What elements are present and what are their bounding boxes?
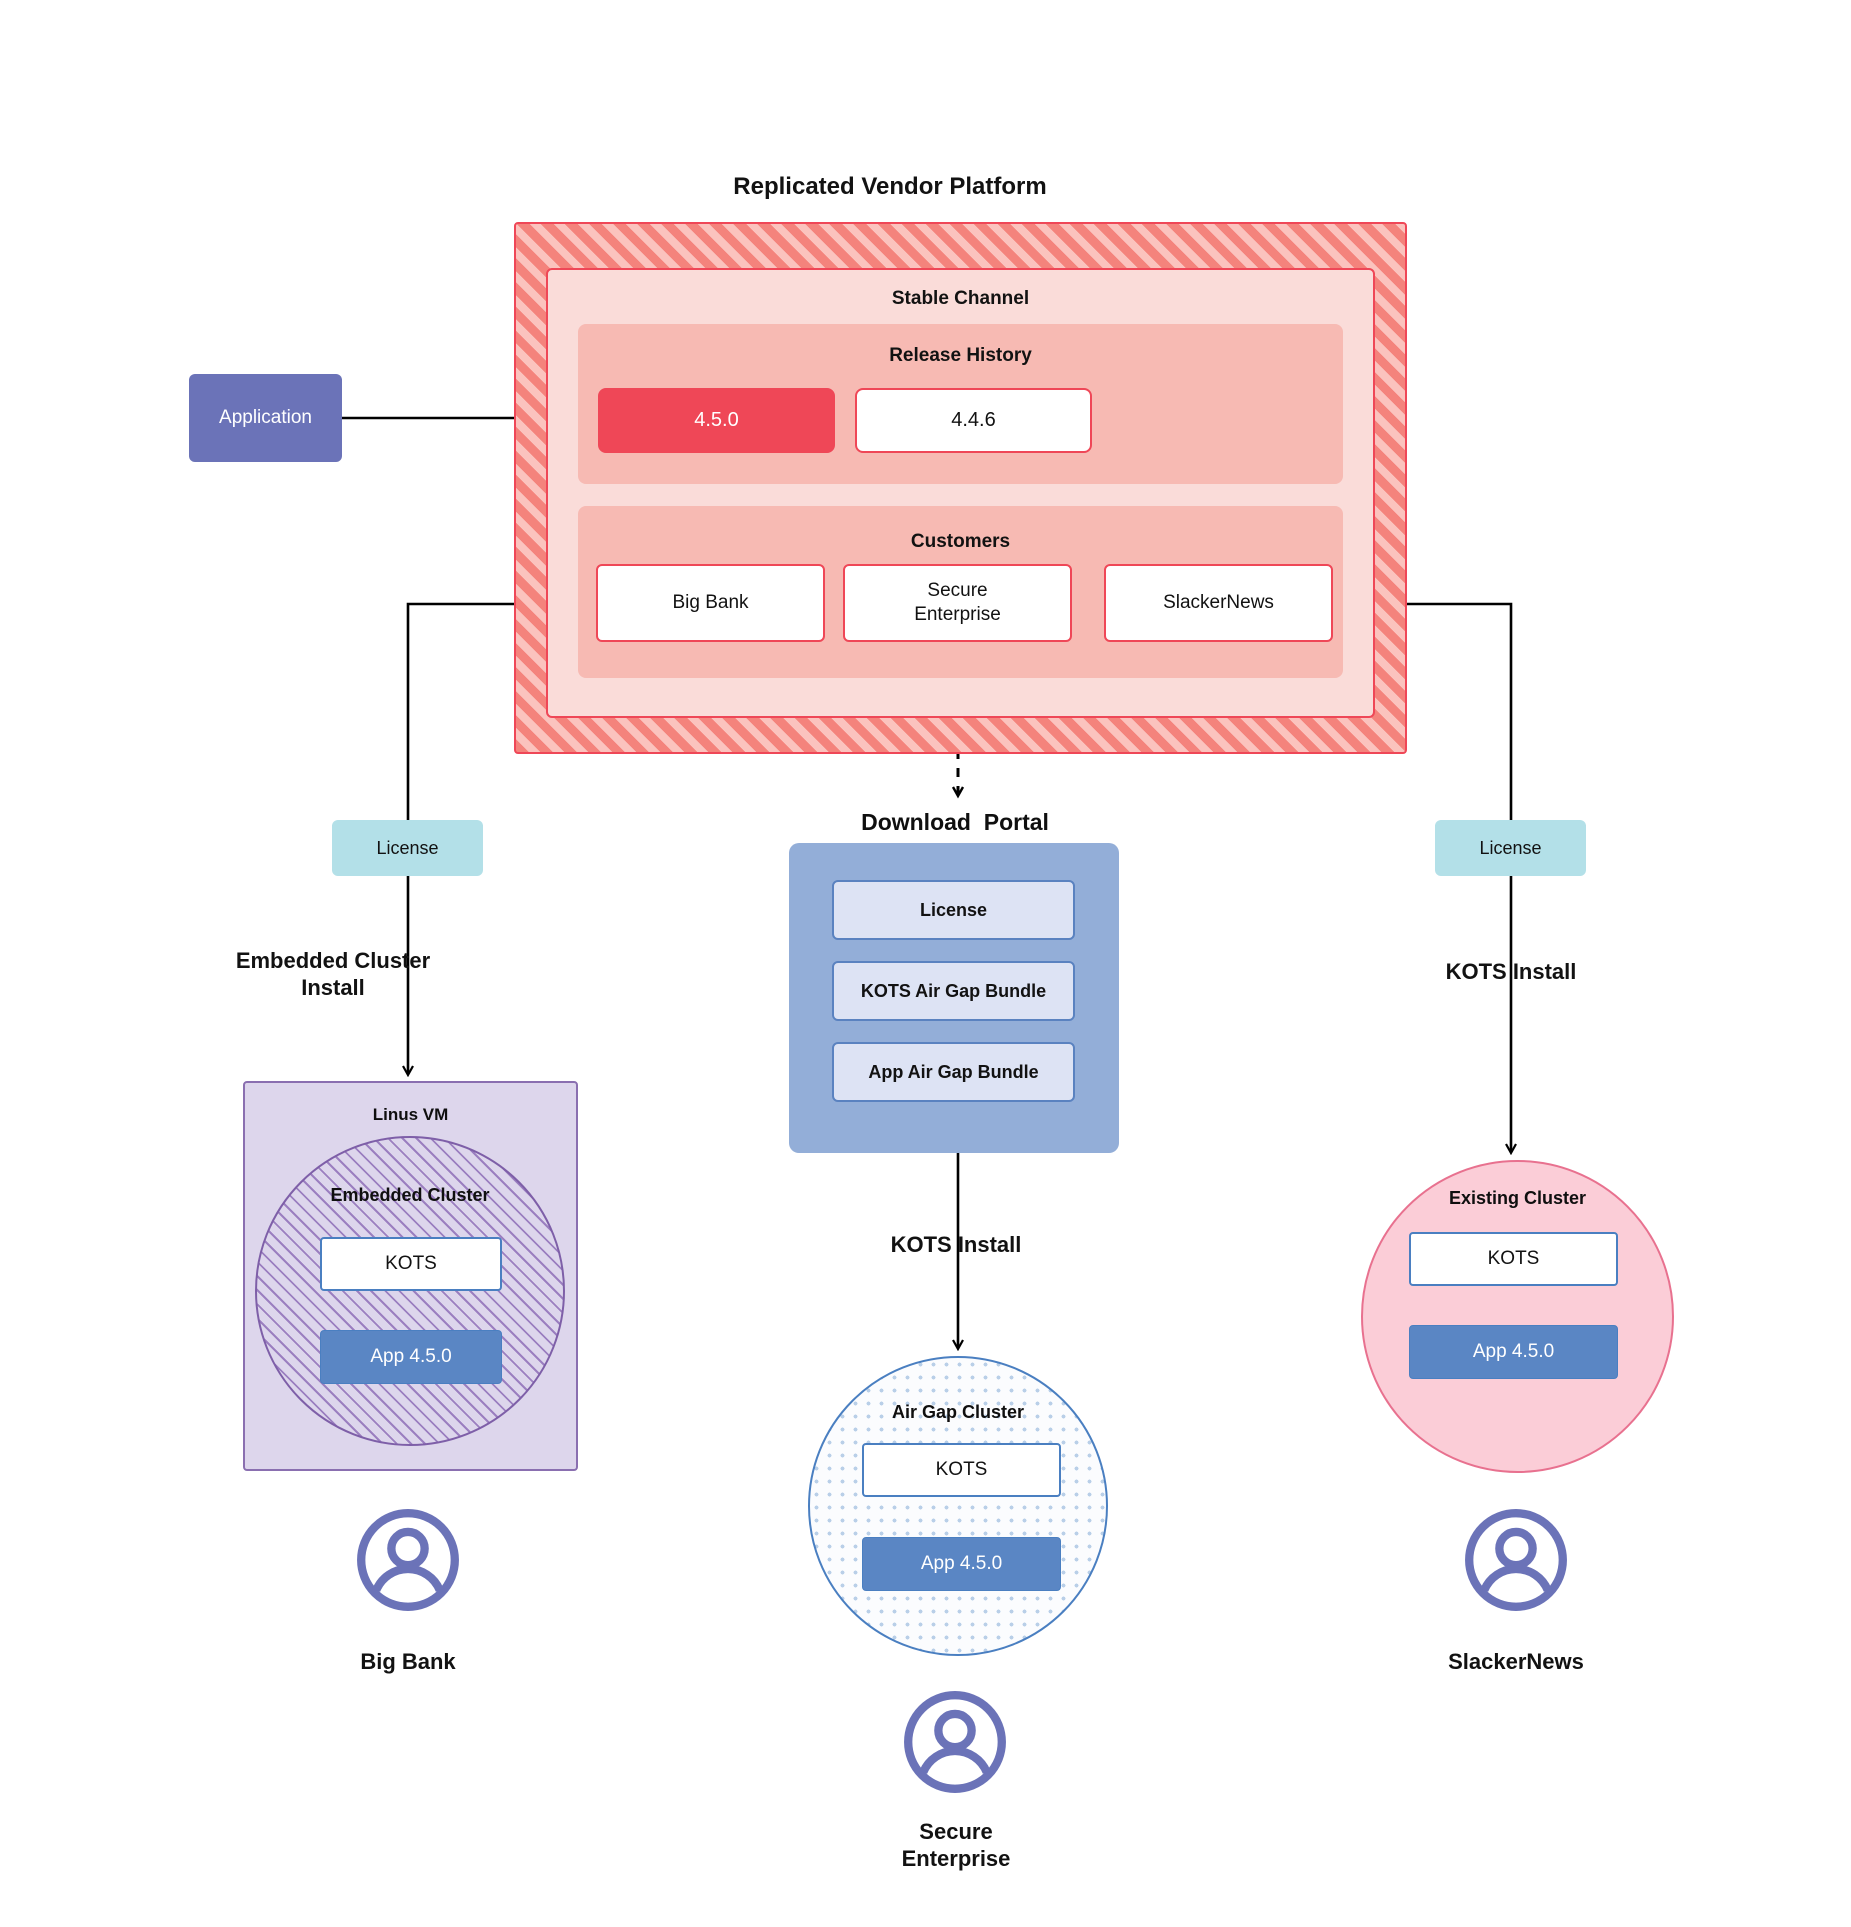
kots-node-left[interactable]: KOTS bbox=[320, 1237, 502, 1291]
user-avatar-icon bbox=[357, 1509, 459, 1611]
license-node-right[interactable]: License bbox=[1435, 820, 1586, 876]
customer-name-secure-enterprise: Secure Enterprise bbox=[901, 1818, 1011, 1872]
customer-name-big-bank: Big Bank bbox=[360, 1649, 456, 1675]
linus-vm-title: Linus VM bbox=[372, 1105, 449, 1125]
app-node-center[interactable]: App 4.5.0 bbox=[862, 1537, 1061, 1591]
release-chip-previous[interactable]: 4.4.6 bbox=[855, 388, 1092, 453]
license-node-left[interactable]: License bbox=[332, 820, 483, 876]
stable-channel-title: Stable Channel bbox=[891, 288, 1030, 310]
download-item-license[interactable]: License bbox=[832, 880, 1075, 940]
download-item-app-air-gap-bundle[interactable]: App Air Gap Bundle bbox=[832, 1042, 1075, 1102]
customer-chip-slackernews[interactable]: SlackerNews bbox=[1104, 564, 1333, 642]
customers-title: Customers bbox=[910, 531, 1011, 553]
app-node-left[interactable]: App 4.5.0 bbox=[320, 1330, 502, 1384]
existing-cluster-container bbox=[1361, 1160, 1674, 1473]
air-gap-cluster-title: Air Gap Cluster bbox=[891, 1401, 1025, 1422]
user-avatar-icon bbox=[1465, 1509, 1567, 1611]
customer-chip-big-bank[interactable]: Big Bank bbox=[596, 564, 825, 642]
label-kots-install-center: KOTS Install bbox=[890, 1232, 1022, 1258]
app-node-right[interactable]: App 4.5.0 bbox=[1409, 1325, 1618, 1379]
kots-node-center[interactable]: KOTS bbox=[862, 1443, 1061, 1497]
label-kots-install-right: KOTS Install bbox=[1445, 959, 1577, 985]
customer-name-slackernews: SlackerNews bbox=[1448, 1649, 1584, 1675]
existing-cluster-title: Existing Cluster bbox=[1448, 1187, 1587, 1208]
customer-chip-secure-enterprise[interactable]: Secure Enterprise bbox=[843, 564, 1072, 642]
page-title: Replicated Vendor Platform bbox=[733, 173, 1047, 200]
kots-node-right[interactable]: KOTS bbox=[1409, 1232, 1618, 1286]
download-item-kots-air-gap-bundle[interactable]: KOTS Air Gap Bundle bbox=[832, 961, 1075, 1021]
release-chip-current[interactable]: 4.5.0 bbox=[598, 388, 835, 453]
air-gap-cluster-container bbox=[808, 1356, 1108, 1656]
label-embedded-cluster-install: Embedded Cluster Install bbox=[235, 947, 431, 1001]
embedded-cluster-title: Embedded Cluster bbox=[330, 1184, 490, 1205]
application-node[interactable]: Application bbox=[189, 374, 342, 462]
download-portal-title: Download Portal bbox=[861, 808, 1049, 835]
embedded-cluster-container bbox=[255, 1136, 565, 1446]
release-history-title: Release History bbox=[889, 345, 1032, 367]
user-avatar-icon bbox=[904, 1691, 1006, 1793]
